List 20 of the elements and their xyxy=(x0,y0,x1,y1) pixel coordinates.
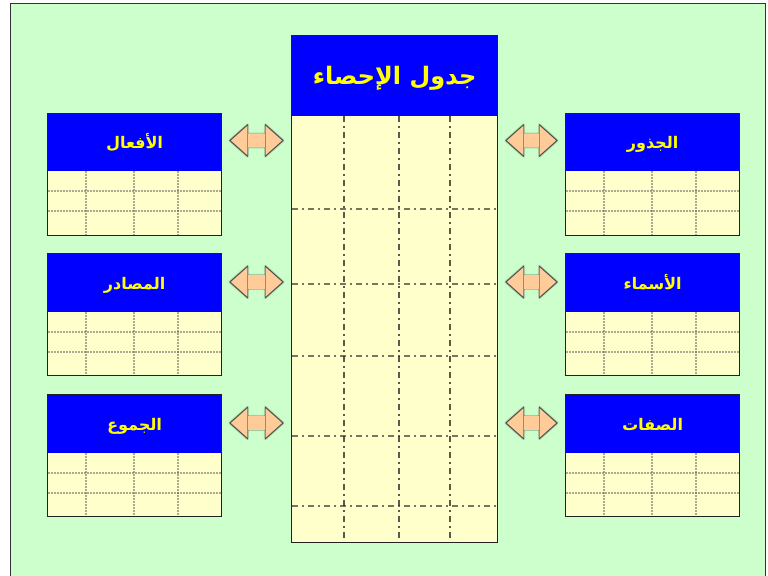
table-heading: الصفات xyxy=(622,414,683,434)
table-heading: الأفعال xyxy=(106,133,163,152)
table-heading: الجموع xyxy=(107,414,162,434)
double-arrow xyxy=(230,124,284,157)
table-title: جدول الإحصاء xyxy=(312,62,476,90)
table-box xyxy=(47,394,222,517)
table-box xyxy=(47,113,222,236)
double-arrow xyxy=(506,406,558,440)
table-heading: المصادر xyxy=(104,274,166,292)
table-box xyxy=(565,113,740,236)
table-heading: الجذور xyxy=(626,133,678,152)
table-box xyxy=(565,394,740,517)
double-arrow xyxy=(230,406,284,440)
table-box xyxy=(47,253,222,376)
main-table xyxy=(291,35,498,543)
table-box xyxy=(565,253,740,376)
double-arrow xyxy=(506,124,558,157)
table-heading: الأسماء xyxy=(623,274,682,292)
double-arrow xyxy=(230,266,284,298)
double-arrow xyxy=(506,266,558,298)
